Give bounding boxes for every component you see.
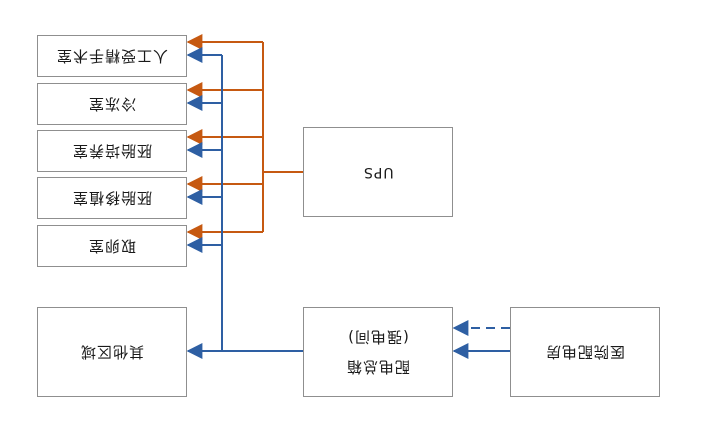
- hospital-power-room-box: 医院配电房: [510, 307, 660, 397]
- main-distribution-label-line2: (强电间): [347, 328, 409, 346]
- room-box-egg-retrieval: 取卵室: [37, 225, 187, 267]
- room-label-embryo-transfer: 胚胎移植室: [71, 188, 152, 207]
- room-label-egg-retrieval: 取卵室: [87, 236, 136, 255]
- room-box-embryo-transfer: 胚胎移植室: [37, 177, 187, 219]
- hospital-power-room-label: 医院配电房: [544, 342, 625, 361]
- ups-box: UPS: [303, 127, 453, 217]
- room-box-embryo-culture: 胚胎培养室: [37, 130, 187, 172]
- main-distribution-label-line1: 配电总箱: [345, 358, 410, 376]
- room-label-ivf-surgery: 人工受精手术室: [55, 46, 168, 65]
- main-distribution-label: 配电总箱 (强电间): [346, 322, 410, 382]
- room-box-ivf-surgery: 人工受精手术室: [37, 35, 187, 77]
- other-area-label: 其他区域: [79, 342, 144, 361]
- main-distribution-box: 配电总箱 (强电间): [303, 307, 453, 397]
- room-box-freezing: 冷冻室: [37, 83, 187, 125]
- other-area-box: 其他区域: [37, 307, 187, 397]
- room-label-embryo-culture: 胚胎培养室: [71, 141, 152, 160]
- mains-feed-lines: [186, 47, 510, 359]
- ups-feed-lines: [186, 34, 303, 240]
- ups-label: UPS: [362, 164, 394, 180]
- room-label-freezing: 冷冻室: [87, 94, 136, 113]
